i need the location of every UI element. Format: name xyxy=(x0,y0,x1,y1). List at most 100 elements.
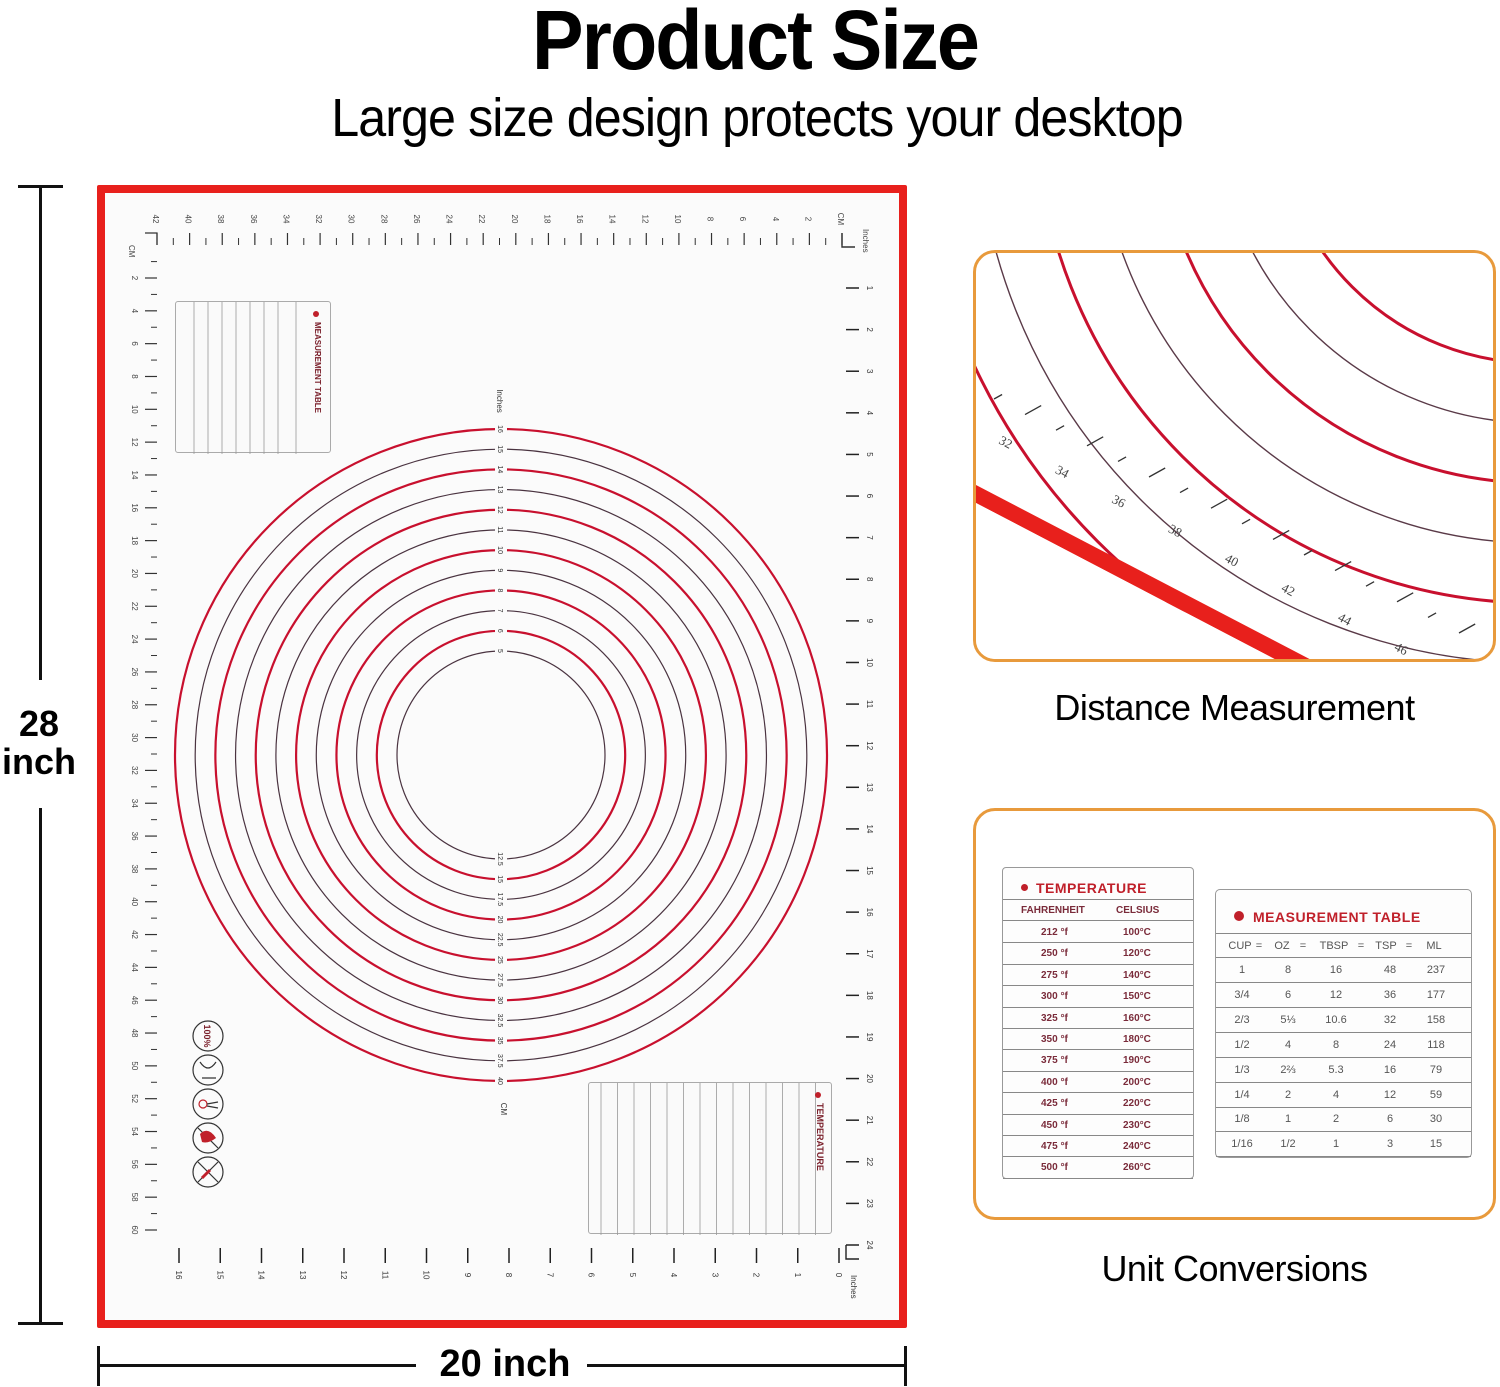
oven-icon xyxy=(192,1054,224,1086)
svg-text:1: 1 xyxy=(865,286,874,291)
svg-text:22: 22 xyxy=(130,602,139,611)
svg-text:11: 11 xyxy=(380,1271,389,1280)
svg-text:18: 18 xyxy=(865,991,874,1000)
svg-text:19: 19 xyxy=(865,1033,874,1042)
svg-text:8: 8 xyxy=(865,577,874,582)
svg-text:22: 22 xyxy=(477,215,486,224)
no-knife-icon xyxy=(192,1156,224,1188)
svg-text:46: 46 xyxy=(1392,639,1411,659)
svg-text:2: 2 xyxy=(130,276,139,281)
mat-temperature-title: TEMPERATURE xyxy=(815,1103,825,1171)
svg-text:18: 18 xyxy=(130,536,139,545)
svg-text:20: 20 xyxy=(510,215,519,224)
svg-text:42: 42 xyxy=(130,930,139,939)
svg-text:Inches: Inches xyxy=(849,1275,858,1299)
mat-measurement-title: MEASUREMENT TABLE xyxy=(313,322,322,413)
svg-text:54: 54 xyxy=(130,1127,139,1136)
distance-measurement-caption: Distance Measurement xyxy=(1054,687,1415,728)
svg-text:11: 11 xyxy=(865,700,874,709)
svg-text:36: 36 xyxy=(130,832,139,841)
svg-text:Inches: Inches xyxy=(861,229,870,253)
mat-temperature-table: TEMPERATURE xyxy=(588,1082,832,1235)
mat-temperature-table-lines xyxy=(600,1083,821,1235)
measurement-title: MEASUREMENT TABLE xyxy=(1234,909,1421,925)
svg-text:52: 52 xyxy=(130,1094,139,1103)
svg-text:13: 13 xyxy=(496,486,503,494)
svg-text:38: 38 xyxy=(1166,521,1185,540)
svg-text:16: 16 xyxy=(575,215,584,224)
svg-text:8: 8 xyxy=(706,217,715,222)
svg-text:11: 11 xyxy=(496,526,503,533)
svg-text:Inches: Inches xyxy=(495,389,504,413)
page-subtitle: Large size design protects your desktop xyxy=(331,88,1183,148)
svg-text:2: 2 xyxy=(752,1273,761,1278)
dimension-line-lower xyxy=(39,808,42,1324)
svg-text:12: 12 xyxy=(640,215,649,224)
unit-conversions-caption: Unit Conversions xyxy=(1101,1248,1368,1289)
svg-text:24: 24 xyxy=(445,215,454,224)
svg-text:27.5: 27.5 xyxy=(496,973,503,987)
svg-text:CM: CM xyxy=(127,245,136,258)
svg-text:4: 4 xyxy=(130,309,139,314)
svg-text:0: 0 xyxy=(834,1273,843,1278)
svg-text:6: 6 xyxy=(738,217,747,222)
mat-measurement-table-lines xyxy=(193,302,319,454)
svg-text:30: 30 xyxy=(347,215,356,224)
svg-text:10: 10 xyxy=(496,546,503,554)
svg-text:10: 10 xyxy=(865,658,874,667)
svg-text:32.5: 32.5 xyxy=(496,1014,503,1028)
svg-text:28: 28 xyxy=(379,215,388,224)
measurement-header: CUP = OZ = TBSP = TSP = ML xyxy=(1216,933,1471,958)
svg-text:12: 12 xyxy=(496,506,503,514)
svg-text:CM: CM xyxy=(836,213,845,226)
svg-text:44: 44 xyxy=(1336,609,1355,629)
svg-text:14: 14 xyxy=(496,465,503,473)
svg-text:4: 4 xyxy=(865,411,874,416)
svg-text:12: 12 xyxy=(339,1271,348,1280)
bullet-icon xyxy=(1234,911,1244,922)
svg-text:26: 26 xyxy=(130,667,139,676)
svg-text:38: 38 xyxy=(130,864,139,873)
bullet-icon xyxy=(1021,883,1028,891)
svg-text:20: 20 xyxy=(130,569,139,578)
page-title: Product Size xyxy=(532,0,980,87)
100-percent-icon xyxy=(192,1020,224,1052)
svg-text:7: 7 xyxy=(865,535,874,540)
svg-text:34: 34 xyxy=(130,799,139,808)
svg-text:30: 30 xyxy=(496,996,503,1004)
svg-text:9: 9 xyxy=(865,619,874,624)
width-label: 20 inch xyxy=(439,1343,571,1385)
svg-text:35: 35 xyxy=(496,1037,503,1045)
svg-text:48: 48 xyxy=(130,1029,139,1038)
mat-care-icons: 100% xyxy=(190,1018,226,1198)
svg-text:12: 12 xyxy=(130,438,139,447)
svg-text:10: 10 xyxy=(130,405,139,414)
svg-text:16: 16 xyxy=(865,908,874,917)
svg-text:3: 3 xyxy=(865,369,874,374)
svg-text:1: 1 xyxy=(793,1273,802,1278)
concentric-circles: 1615141312111098765Inches12.51517.52022.… xyxy=(173,389,829,1116)
svg-text:40: 40 xyxy=(1223,550,1242,569)
temperature-title: TEMPERATURE xyxy=(1021,880,1147,896)
svg-text:12.5: 12.5 xyxy=(496,852,503,866)
svg-text:36: 36 xyxy=(1110,491,1129,511)
svg-text:10: 10 xyxy=(422,1271,431,1280)
height-label: 28 inch xyxy=(1,703,76,782)
no-animal-icon xyxy=(192,1122,224,1154)
svg-text:15: 15 xyxy=(496,445,503,453)
svg-text:20: 20 xyxy=(865,1074,874,1083)
left-ruler: CM24681012141618202224262830323436384042… xyxy=(127,232,158,1235)
svg-text:8: 8 xyxy=(504,1273,513,1278)
